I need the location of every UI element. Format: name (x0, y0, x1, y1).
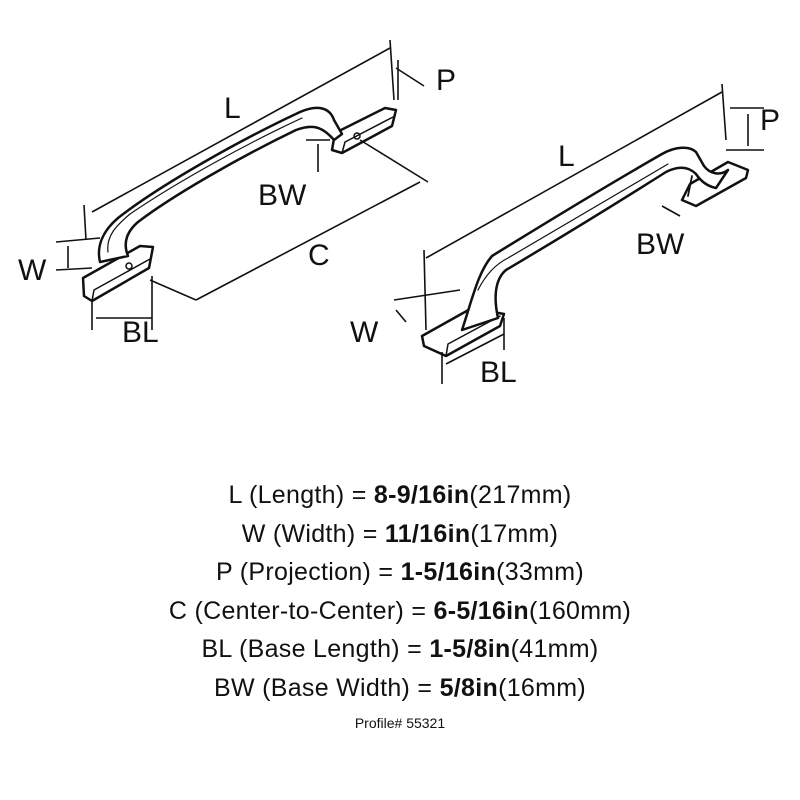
spec-inch: 6-5/16in (433, 596, 529, 625)
spec-width: W (Width) = 11/16in(17mm) (0, 515, 800, 554)
spec-desc: (Width) = (265, 519, 385, 548)
spec-inch: 8-9/16in (373, 481, 470, 509)
spec-desc: (Length) = (241, 481, 374, 509)
spec-base-length: BL (Base Length) = 1-5/8in(41mm) (0, 630, 800, 669)
spec-key: L (228, 481, 242, 509)
spec-key: BL (201, 635, 232, 663)
spec-center-to-center: C (Center-to-Center) = 6-5/16in(160mm) (0, 592, 800, 631)
spec-mm: (41mm) (510, 635, 599, 663)
spec-mm: (33mm) (496, 558, 585, 586)
dimension-specs: L (Length) = 8-9/16in(217mm) W (Width) =… (0, 476, 800, 739)
spec-projection: P (Projection) = 1-5/16in(33mm) (0, 553, 800, 592)
label-BL: BL (122, 316, 159, 349)
spec-key: BW (213, 673, 255, 702)
spec-mm: (17mm) (470, 519, 559, 548)
label-BW: BW (258, 179, 307, 212)
spec-key: C (168, 596, 188, 625)
spec-inch: 1-5/8in (429, 635, 511, 663)
profile-number: Profile# 55321 (354, 715, 446, 731)
spec-desc: (Base Length) = (231, 635, 430, 663)
spec-key: P (215, 558, 233, 586)
spec-mm: (217mm) (469, 481, 572, 509)
spec-desc: (Base Width) = (254, 673, 440, 702)
spec-inch: 1-5/16in (400, 558, 497, 586)
label-W: W (18, 254, 47, 287)
label-L-angled: L (558, 140, 575, 173)
handle-angled-view (420, 146, 750, 358)
spec-mm: (16mm) (498, 673, 586, 702)
side-view-dimension-labels: L P BW W C BL (18, 64, 456, 349)
label-BL-angled: BL (480, 356, 517, 389)
label-P-angled: P (760, 104, 780, 137)
right-base-plate (330, 106, 398, 155)
spec-length: L (Length) = 8-9/16in(217mm) (0, 476, 800, 515)
side-view-dimensions (55, 39, 429, 330)
spec-desc: (Center-to-Center) = (187, 596, 434, 625)
handle-dimension-diagram: L P BW W C BL L (18, 39, 780, 389)
handle-grip (97, 106, 344, 264)
spec-inch: 5/8in (439, 673, 499, 702)
angled-view-dimensions (393, 83, 764, 384)
label-L: L (224, 92, 241, 125)
angled-view-dimension-labels: L P BW W BL (350, 104, 780, 389)
label-C: C (308, 239, 330, 272)
spec-desc: (Projection) = (232, 558, 401, 586)
label-W-angled: W (350, 316, 379, 349)
spec-inch: 11/16in (384, 519, 471, 548)
spec-base-width: BW (Base Width) = 5/8in(16mm) (0, 669, 800, 708)
handle-body (460, 146, 730, 332)
spec-mm: (160mm) (529, 596, 632, 625)
spec-key: W (241, 519, 266, 548)
label-P: P (436, 64, 456, 97)
handle-side-view (81, 106, 398, 303)
label-BW-angled: BW (636, 228, 685, 261)
